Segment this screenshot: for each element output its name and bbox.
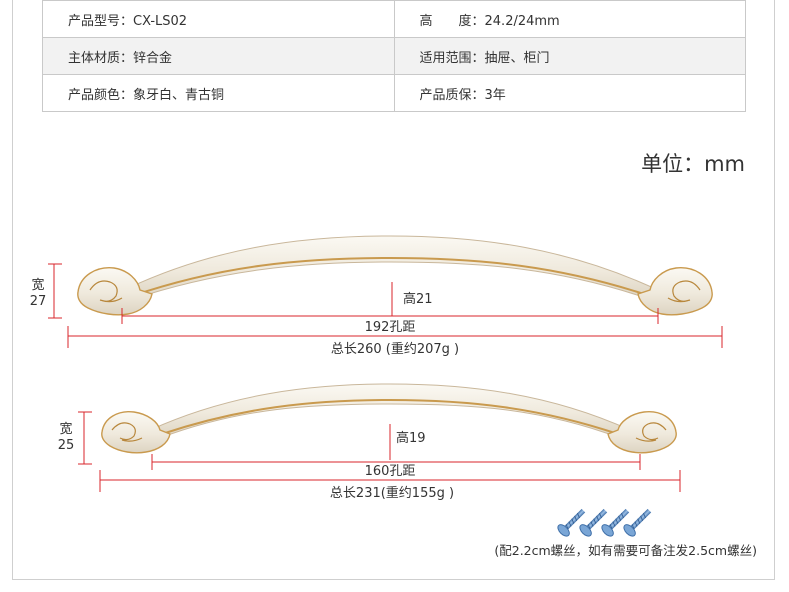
spec-cell: 产品颜色：象牙白、青古铜 <box>42 74 395 112</box>
spec-cell: 产品型号：CX-LS02 <box>42 0 395 38</box>
spec-cell: 适用范围：抽屉、柜门 <box>393 37 746 75</box>
spec-row: 产品型号：CX-LS02 高 度：24.2/24mm <box>42 0 746 38</box>
spec-row: 产品颜色：象牙白、青古铜 产品质保：3年 <box>42 74 746 112</box>
spec-table: 产品型号：CX-LS02 高 度：24.2/24mm 主体材质：锌合金 适用范围… <box>42 0 746 112</box>
unit-label: 单位：mm <box>641 152 745 176</box>
spec-cell: 高 度：24.2/24mm <box>393 0 746 38</box>
screws-note: (配2.2cm螺丝，如有需要可备注发2.5cm螺丝) <box>494 543 757 558</box>
spec-cell: 产品质保：3年 <box>393 74 746 112</box>
content-frame <box>12 0 775 580</box>
spec-row: 主体材质：锌合金 适用范围：抽屉、柜门 <box>42 37 746 75</box>
spec-cell: 主体材质：锌合金 <box>42 37 395 75</box>
